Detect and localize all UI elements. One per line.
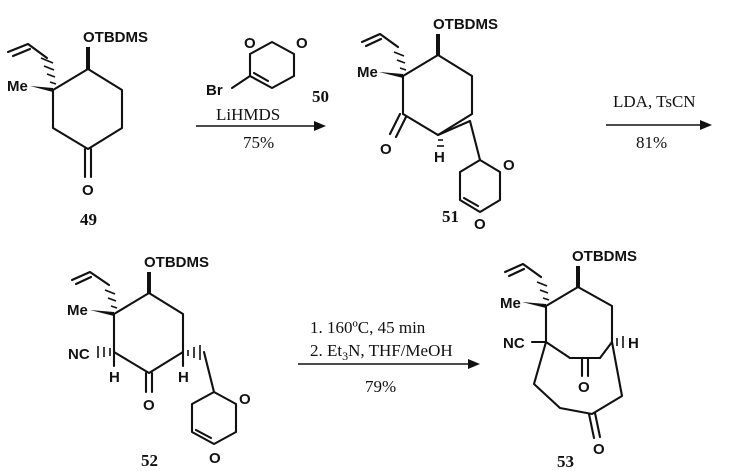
ring-oxygen-label: O — [296, 35, 308, 52]
compound-51-structure — [360, 32, 502, 214]
oxygen-label: O — [82, 182, 94, 199]
methyl-label: Me — [357, 64, 378, 81]
hydrogen-label: H — [628, 335, 639, 352]
ring-oxygen-label: O — [239, 391, 251, 408]
bromine-label: Br — [206, 82, 223, 99]
hydrogen-label: H — [434, 149, 445, 166]
reaction-arrow-2-head — [700, 120, 712, 130]
reaction-arrow-3-head — [468, 359, 480, 369]
hydrogen-label: H — [109, 369, 120, 386]
step2-reagent: LDA, TsCN — [613, 92, 696, 111]
step3-condition-2-sub: 3 — [342, 349, 348, 363]
step1-yield: 75% — [243, 133, 274, 152]
ring-oxygen-label: O — [209, 450, 221, 467]
methyl-label: Me — [67, 302, 88, 319]
compound-52-structure — [70, 270, 238, 446]
otbdms-label: OTBDMS — [83, 29, 148, 46]
ring-oxygen-label: O — [244, 35, 256, 52]
step3-condition-2-a: 2. Et — [310, 341, 342, 360]
step3-condition-2: 2. Et3N, THF/MeOH — [310, 341, 453, 363]
oxygen-label: O — [593, 441, 605, 458]
nitrile-label: NC — [68, 346, 90, 363]
oxygen-label: O — [143, 397, 155, 414]
step3-yield: 79% — [365, 377, 396, 396]
otbdms-label: OTBDMS — [572, 248, 637, 265]
oxygen-label: O — [380, 141, 392, 158]
step2-yield: 81% — [636, 133, 667, 152]
hydrogen-label: H — [178, 369, 189, 386]
compound-number-53: 53 — [557, 452, 574, 471]
compound-number-51: 51 — [442, 207, 459, 226]
compound-number-52: 52 — [141, 451, 158, 470]
methyl-label: Me — [500, 295, 521, 312]
otbdms-label: OTBDMS — [433, 16, 498, 33]
ring-oxygen-label: O — [503, 157, 515, 174]
compound-49-structure — [6, 42, 124, 179]
oxygen-label: O — [578, 379, 590, 396]
methyl-label: Me — [7, 78, 28, 95]
reaction-arrow-1-head — [314, 121, 326, 131]
step1-reagent: LiHMDS — [216, 105, 280, 124]
step3-condition-2-b: N, THF/MeOH — [348, 341, 453, 360]
compound-number-49: 49 — [80, 210, 97, 229]
compound-number-50: 50 — [312, 87, 329, 106]
compound-53-structure — [503, 262, 624, 440]
reagent-50-structure — [230, 40, 296, 90]
otbdms-label: OTBDMS — [144, 254, 209, 271]
nitrile-label: NC — [503, 335, 525, 352]
step3-condition-1: 1. 160ºC, 45 min — [310, 318, 426, 337]
ring-oxygen-label: O — [474, 216, 486, 233]
